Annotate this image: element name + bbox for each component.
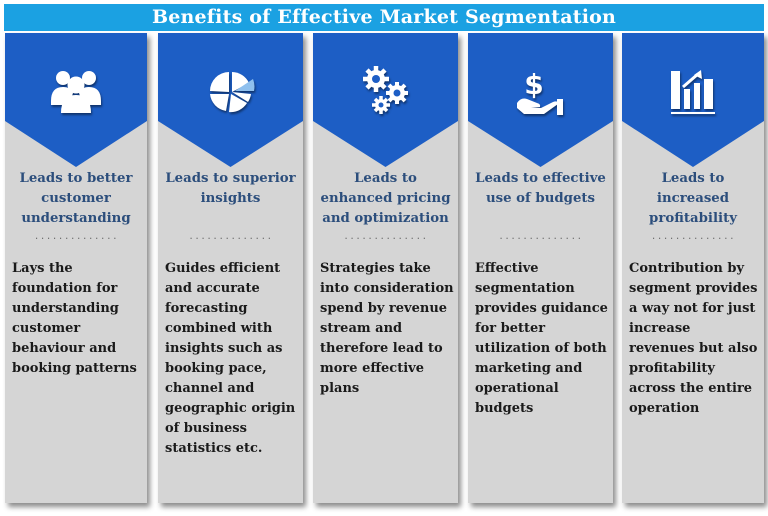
- people-group-icon: [46, 61, 106, 121]
- chevron-banner: [468, 33, 613, 167]
- benefit-description: Contribution by segment provides a way n…: [629, 261, 758, 416]
- benefit-description: Strategies take into consideration spend…: [320, 261, 454, 396]
- benefit-description: Lays the foundation for understanding cu…: [12, 261, 137, 376]
- dotted-divider: ..............: [650, 232, 736, 242]
- benefit-card-profitability: Leads to increased profitability .......…: [622, 33, 764, 503]
- benefit-card-customer-understanding: Leads to better customer understanding .…: [5, 33, 147, 503]
- gears-icon: [356, 61, 416, 121]
- benefit-heading: Leads to better customer understanding: [19, 171, 133, 226]
- benefit-card-budgets: $ Leads to effective use of budgets ....…: [468, 33, 613, 503]
- page-title: Benefits of Effective Market Segmentatio…: [4, 4, 764, 31]
- dollar-hand-icon: $: [511, 61, 571, 121]
- bar-chart-growth-icon: [663, 61, 723, 121]
- benefit-card-pricing-optimization: Leads to enhanced pricing and optimizati…: [313, 33, 458, 503]
- benefit-card-superior-insights: Leads to superior insights .............…: [158, 33, 303, 503]
- svg-text:$: $: [524, 68, 543, 101]
- benefit-heading: Leads to enhanced pricing and optimizati…: [320, 171, 451, 226]
- pie-chart-icon: [201, 61, 261, 121]
- dotted-divider: ..............: [498, 232, 583, 242]
- benefit-description: Effective segmentation provides guidance…: [475, 261, 608, 416]
- benefit-heading: Leads to superior insights: [165, 171, 296, 206]
- dotted-divider: ..............: [188, 232, 273, 242]
- benefit-description: Guides efficient and accurate forecastin…: [165, 261, 296, 456]
- benefit-heading: Leads to effective use of budgets: [475, 171, 606, 206]
- chevron-banner: [622, 33, 764, 167]
- dotted-divider: ..............: [343, 232, 428, 242]
- benefit-heading: Leads to increased profitability: [649, 171, 737, 226]
- dotted-divider: ..............: [33, 232, 119, 242]
